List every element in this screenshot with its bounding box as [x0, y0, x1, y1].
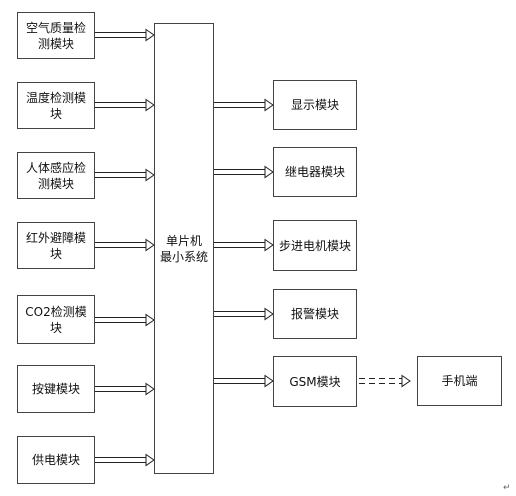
input-arrow — [95, 98, 155, 112]
input-module-co2: CO2检测模块 — [17, 295, 95, 344]
arrow-layer — [95, 28, 411, 467]
mcu-label-line2: 最小系统 — [159, 249, 208, 264]
input-arrow — [95, 238, 155, 252]
input-arrow — [95, 453, 155, 467]
output-module-gsm: GSM模块 — [273, 356, 357, 407]
output-module-label: 继电器模块 — [284, 165, 345, 179]
input-module-label: 人体感应检测模块 — [25, 160, 86, 191]
output-arrow — [214, 238, 274, 252]
input-module-label: 按键模块 — [31, 382, 80, 396]
input-module-label: 空气质量检测模块 — [25, 20, 86, 51]
output-module-label: 步进电机模块 — [278, 238, 351, 253]
phone-terminal: 手机端 — [417, 356, 502, 406]
output-module-stepper-motor: 步进电机模块 — [273, 220, 357, 271]
input-module-label: CO2检测模块 — [25, 304, 87, 335]
output-arrow — [214, 165, 274, 179]
output-module-label: GSM模块 — [289, 374, 341, 389]
input-module-body-sensing: 人体感应检测模块 — [17, 152, 95, 199]
input-module-label: 红外避障模块 — [25, 230, 86, 261]
output-module-relay: 继电器模块 — [273, 147, 357, 197]
input-arrow — [95, 28, 155, 42]
output-module-display: 显示模块 — [273, 80, 357, 130]
input-module-power: 供电模块 — [17, 436, 95, 484]
input-module-label: 温度检测模块 — [25, 90, 86, 121]
mcu-minimum-system: 单片机 最小系统 — [154, 23, 214, 474]
mcu-label-line1: 单片机 — [165, 233, 202, 248]
output-arrow — [214, 98, 274, 112]
input-arrow — [95, 382, 155, 396]
input-module-temperature: 温度检测模块 — [17, 82, 95, 129]
input-arrow — [95, 313, 155, 327]
output-module-alarm: 报警模块 — [273, 289, 357, 339]
input-module-keys: 按键模块 — [17, 365, 95, 413]
input-module-label: 供电模块 — [31, 453, 80, 467]
input-module-infrared-avoidance: 红外避障模块 — [17, 222, 95, 269]
gsm-phone-arrow — [359, 374, 411, 388]
output-arrow — [214, 307, 274, 321]
output-arrow — [214, 374, 274, 388]
input-arrow — [95, 168, 155, 182]
paragraph-mark: ↵ — [503, 483, 511, 493]
phone-label: 手机端 — [441, 374, 478, 388]
input-module-air-quality: 空气质量检测模块 — [17, 12, 95, 59]
output-module-label: 显示模块 — [290, 98, 339, 112]
output-module-label: 报警模块 — [290, 307, 339, 321]
